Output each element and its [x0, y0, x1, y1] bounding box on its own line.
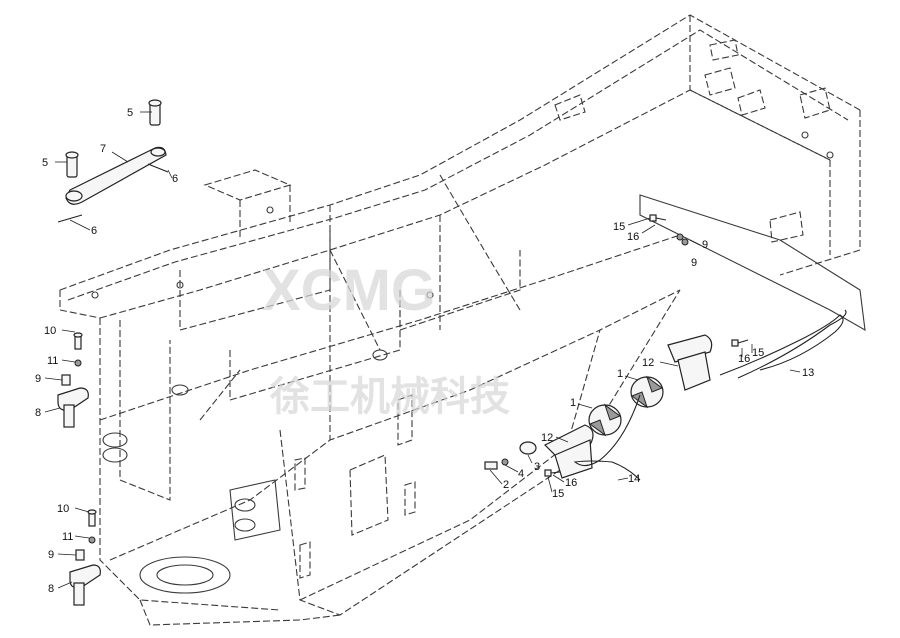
link-bar — [65, 146, 167, 205]
callout-9a: 9 — [35, 373, 41, 385]
shaft-assembly — [484, 214, 847, 481]
watermark-logo: XCMG — [262, 258, 436, 323]
chassis-frame — [59, 14, 866, 626]
callout-3: 3 — [534, 461, 540, 473]
link-bar-eye-left — [65, 190, 83, 202]
callout-14: 14 — [628, 473, 640, 485]
cable-13 — [719, 314, 844, 376]
callout-12b: 12 — [541, 432, 553, 444]
callout-15a: 15 — [613, 221, 625, 233]
pin-5a-head — [65, 151, 79, 159]
callout-9c: 9 — [702, 239, 708, 251]
callout-7: 7 — [100, 143, 106, 155]
callout-11a: 11 — [47, 355, 58, 367]
cable-13b — [737, 309, 847, 379]
cotter-pin-6b — [57, 214, 83, 223]
washer-4 — [501, 458, 509, 466]
disc-1b — [588, 404, 622, 436]
callout-4: 4 — [518, 468, 524, 480]
callout-6b: 6 — [91, 225, 97, 237]
link-bar-eye-right — [150, 147, 166, 157]
bolt-2 — [484, 461, 498, 470]
callout-1a: 1 — [617, 368, 623, 380]
callout-9d: 9 — [691, 257, 697, 269]
shaft-12a — [677, 351, 711, 391]
disc-1a — [630, 376, 664, 408]
shaft-12b — [554, 439, 593, 479]
cable-14 — [573, 394, 641, 481]
callout-6a: 6 — [172, 173, 178, 185]
washer-11b — [88, 536, 96, 544]
cotter-pin-6a — [147, 163, 169, 173]
pin-8a — [63, 404, 75, 428]
callout-5a: 5 — [127, 107, 133, 119]
link-assembly — [57, 99, 169, 223]
callout-1b: 1 — [570, 397, 576, 409]
callout-15c: 15 — [552, 488, 564, 500]
callout-11b: 11 — [62, 531, 73, 543]
fitting-9a — [61, 374, 71, 386]
callout-16b: 16 — [738, 353, 750, 365]
callout-9b: 9 — [48, 549, 54, 561]
pin-5b-head — [148, 99, 162, 107]
callout-10b: 10 — [57, 503, 69, 515]
callouts: 5 5 7 6 6 10 11 9 8 10 11 9 8 15 16 9 9 … — [35, 107, 814, 595]
callout-10a: 10 — [44, 325, 56, 337]
leader-lines — [44, 111, 801, 589]
callout-16c: 16 — [565, 477, 577, 489]
callout-8b: 8 — [48, 583, 54, 595]
plate-8b — [69, 564, 101, 589]
watermark: XCMG 徐工机械科技 — [262, 258, 510, 419]
callout-15b: 15 — [752, 347, 764, 359]
callout-12a: 12 — [642, 357, 654, 369]
watermark-subtitle: 徐工机械科技 — [269, 375, 510, 419]
callout-16a: 16 — [627, 231, 639, 243]
pin-8b — [73, 582, 85, 606]
fitting-9b — [75, 549, 85, 561]
callout-8a: 8 — [35, 407, 41, 419]
callout-2: 2 — [503, 479, 509, 491]
callout-5b: 5 — [42, 157, 48, 169]
callout-13: 13 — [802, 367, 814, 379]
plate-assembly-lower — [69, 509, 101, 606]
plate-assembly-upper — [57, 332, 89, 428]
washer-11a — [74, 359, 82, 367]
flange-12a — [667, 334, 713, 363]
washer-3 — [519, 441, 537, 455]
